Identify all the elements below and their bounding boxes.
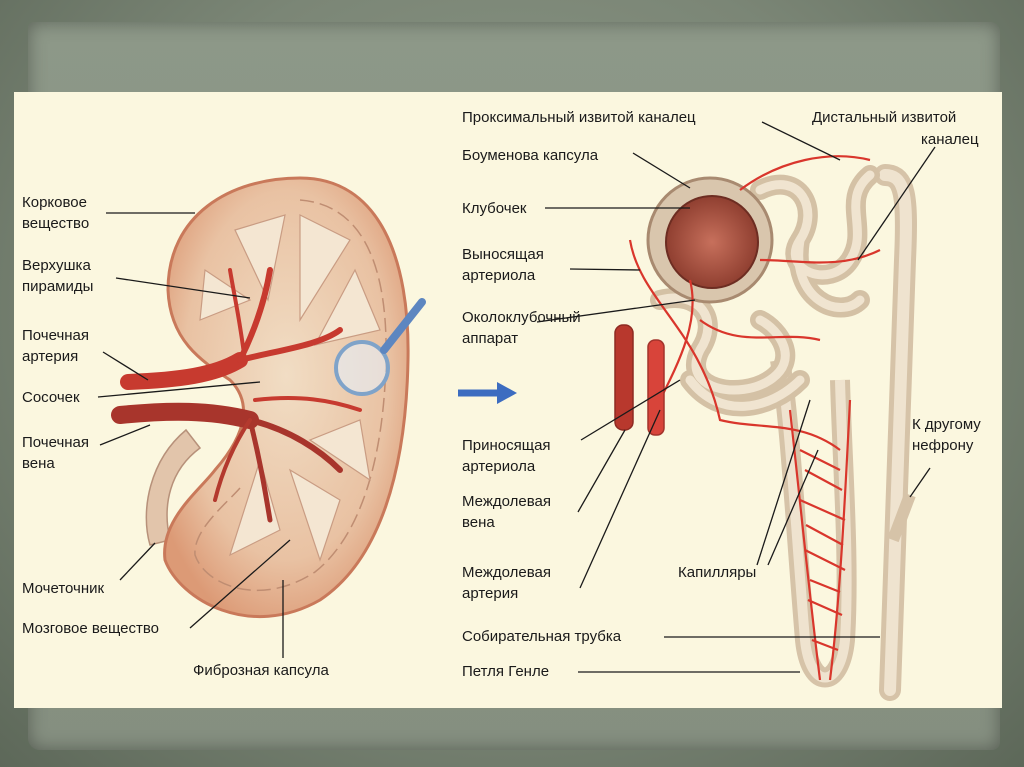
label-klubochek: Клубочек [462,200,527,217]
label-mezhdolevaya-vena-1: Междолевая [462,493,551,510]
label-mochetochnik: Мочеточник [22,580,105,597]
label-distalny-1: Дистальный извитой [812,109,957,126]
label-okoloklubochkovy-2: аппарат [462,330,519,347]
label-verkhushka-1: Верхушка [22,257,91,274]
label-boumenova: Боуменова капсула [462,147,599,164]
label-drugomu-1: К другому [912,416,981,433]
label-kapillyary: Капилляры [678,564,757,581]
label-sobiratelnaya: Собирательная трубка [462,628,622,645]
label-kortikovoe-1: Корковое [22,194,87,211]
label-drugomu-2: нефрону [912,437,974,454]
label-prinosyashchaya-1: Приносящая [462,437,551,454]
label-vynosyashchaya-2: артериола [462,267,536,284]
label-arteriya-1: Почечная [22,327,90,344]
label-mozgovoe: Мозговое вещество [22,620,160,637]
label-vynosyashchaya-1: Выносящая [462,246,544,263]
label-mezhdolevaya-arteriya-2: артерия [462,585,519,602]
label-proksimalny: Проксимальный извитой каналец [462,109,696,126]
label-verkhushka-2: пирамиды [22,278,94,295]
label-mezhdolevaya-vena-2: вена [462,514,495,531]
label-petlya: Петля Генле [462,663,550,680]
label-fibroznaya: Фиброзная капсула [193,662,329,679]
leader-lines [97,121,936,673]
label-prinosyashchaya-2: артериола [462,458,536,475]
kidney-section [111,176,426,618]
label-kortikovoe-2: вещество [22,215,90,232]
arrow-head-icon [497,382,517,404]
label-okoloklubochkovy-1: Околоклубочный [462,309,581,326]
label-vena-1: Почечная [22,434,90,451]
label-sosochek: Сосочек [22,389,80,406]
label-mezhdolevaya-arteriya-1: Междолевая [462,564,551,581]
label-distalny-2: каналец [921,131,979,148]
nephron [614,155,917,701]
label-arteriya-2: артерия [22,348,79,365]
label-vena-2: вена [22,455,55,472]
